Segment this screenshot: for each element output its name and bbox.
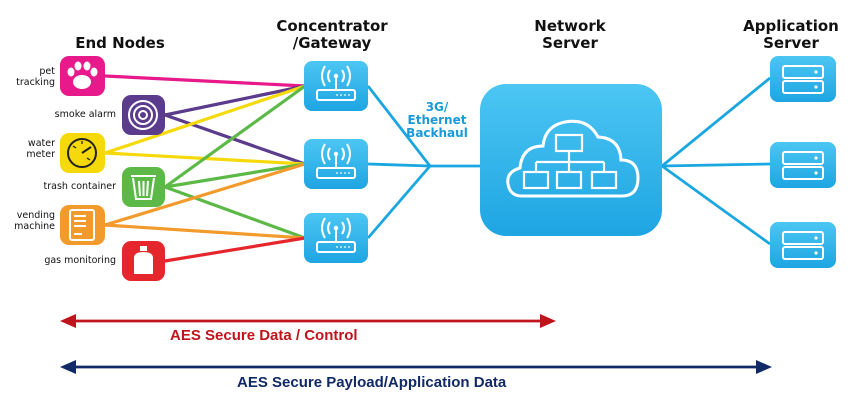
link-trash-gw3 bbox=[163, 185, 307, 240]
gateway-2 bbox=[304, 139, 368, 189]
end-node-pet-tracking bbox=[60, 56, 105, 96]
application-server-header: Application Server bbox=[743, 17, 839, 52]
application-server-2 bbox=[770, 142, 836, 188]
node-gateway-links bbox=[103, 74, 307, 263]
backhaul-label: 3G/ Ethernet Backhaul bbox=[406, 100, 468, 140]
gateway-group bbox=[304, 61, 368, 263]
aes-payload-arrow bbox=[60, 360, 772, 374]
link-smoke-gw2 bbox=[163, 113, 307, 166]
link-vending-gw3 bbox=[103, 223, 307, 240]
link-pet-gw1 bbox=[103, 74, 307, 88]
server-rack-icon bbox=[782, 65, 824, 94]
server-rack-icon bbox=[782, 231, 824, 260]
end-node-label-smoke-alarm: smoke alarm bbox=[54, 109, 116, 120]
smoke-alarm-icon bbox=[128, 100, 158, 130]
link-trash-gw2 bbox=[163, 162, 307, 189]
end-node-smoke-alarm bbox=[122, 95, 165, 135]
link-vending-gw2 bbox=[103, 162, 307, 227]
link-smoke-gw1 bbox=[163, 84, 307, 117]
aes-payload-label: AES Secure Payload/Application Data bbox=[237, 374, 507, 391]
paw-icon bbox=[67, 61, 98, 89]
link-trash-gw1 bbox=[163, 84, 307, 189]
server-rack-icon bbox=[782, 151, 824, 180]
end-node-water-meter bbox=[60, 133, 105, 173]
wireless-gateway-icon bbox=[316, 217, 356, 253]
end-node-label-water-meter: water meter bbox=[26, 138, 55, 160]
end-node-label-gas-monitoring: gas monitoring bbox=[44, 255, 116, 266]
link-water-gw1 bbox=[103, 84, 307, 155]
gateway-3 bbox=[304, 213, 368, 263]
end-node-gas-monitoring bbox=[122, 241, 165, 281]
gas-tank-icon bbox=[134, 246, 153, 274]
end-node-label-pet-tracking: pet tracking bbox=[16, 66, 55, 88]
gateway-1 bbox=[304, 61, 368, 111]
network-server-header: Network Server bbox=[534, 17, 606, 52]
concentrator-gateway-header: Concentrator /Gateway bbox=[276, 17, 388, 52]
cloud-network-icon bbox=[506, 119, 640, 198]
end-node-label-vending-machine: vending machine bbox=[14, 210, 55, 232]
end-node-label-trash-container: trash container bbox=[43, 181, 116, 192]
aes-data-control-arrow bbox=[60, 314, 556, 328]
aes-data-control-label: AES Secure Data / Control bbox=[170, 327, 358, 344]
trash-bin-icon bbox=[131, 175, 156, 200]
link-gas-gw3 bbox=[163, 236, 307, 263]
end-nodes-header: End Nodes bbox=[75, 34, 165, 52]
end-node-trash-container bbox=[122, 167, 165, 207]
backhaul-links bbox=[366, 76, 771, 246]
gauge-icon bbox=[67, 138, 97, 168]
application-server-3 bbox=[770, 222, 836, 268]
application-server-group bbox=[770, 56, 836, 268]
end-node-vending-machine bbox=[60, 205, 105, 245]
wireless-gateway-icon bbox=[316, 65, 356, 101]
vending-machine-icon bbox=[69, 209, 95, 241]
application-server-1 bbox=[770, 56, 836, 102]
network-server bbox=[480, 84, 662, 236]
wireless-gateway-icon bbox=[316, 143, 356, 179]
